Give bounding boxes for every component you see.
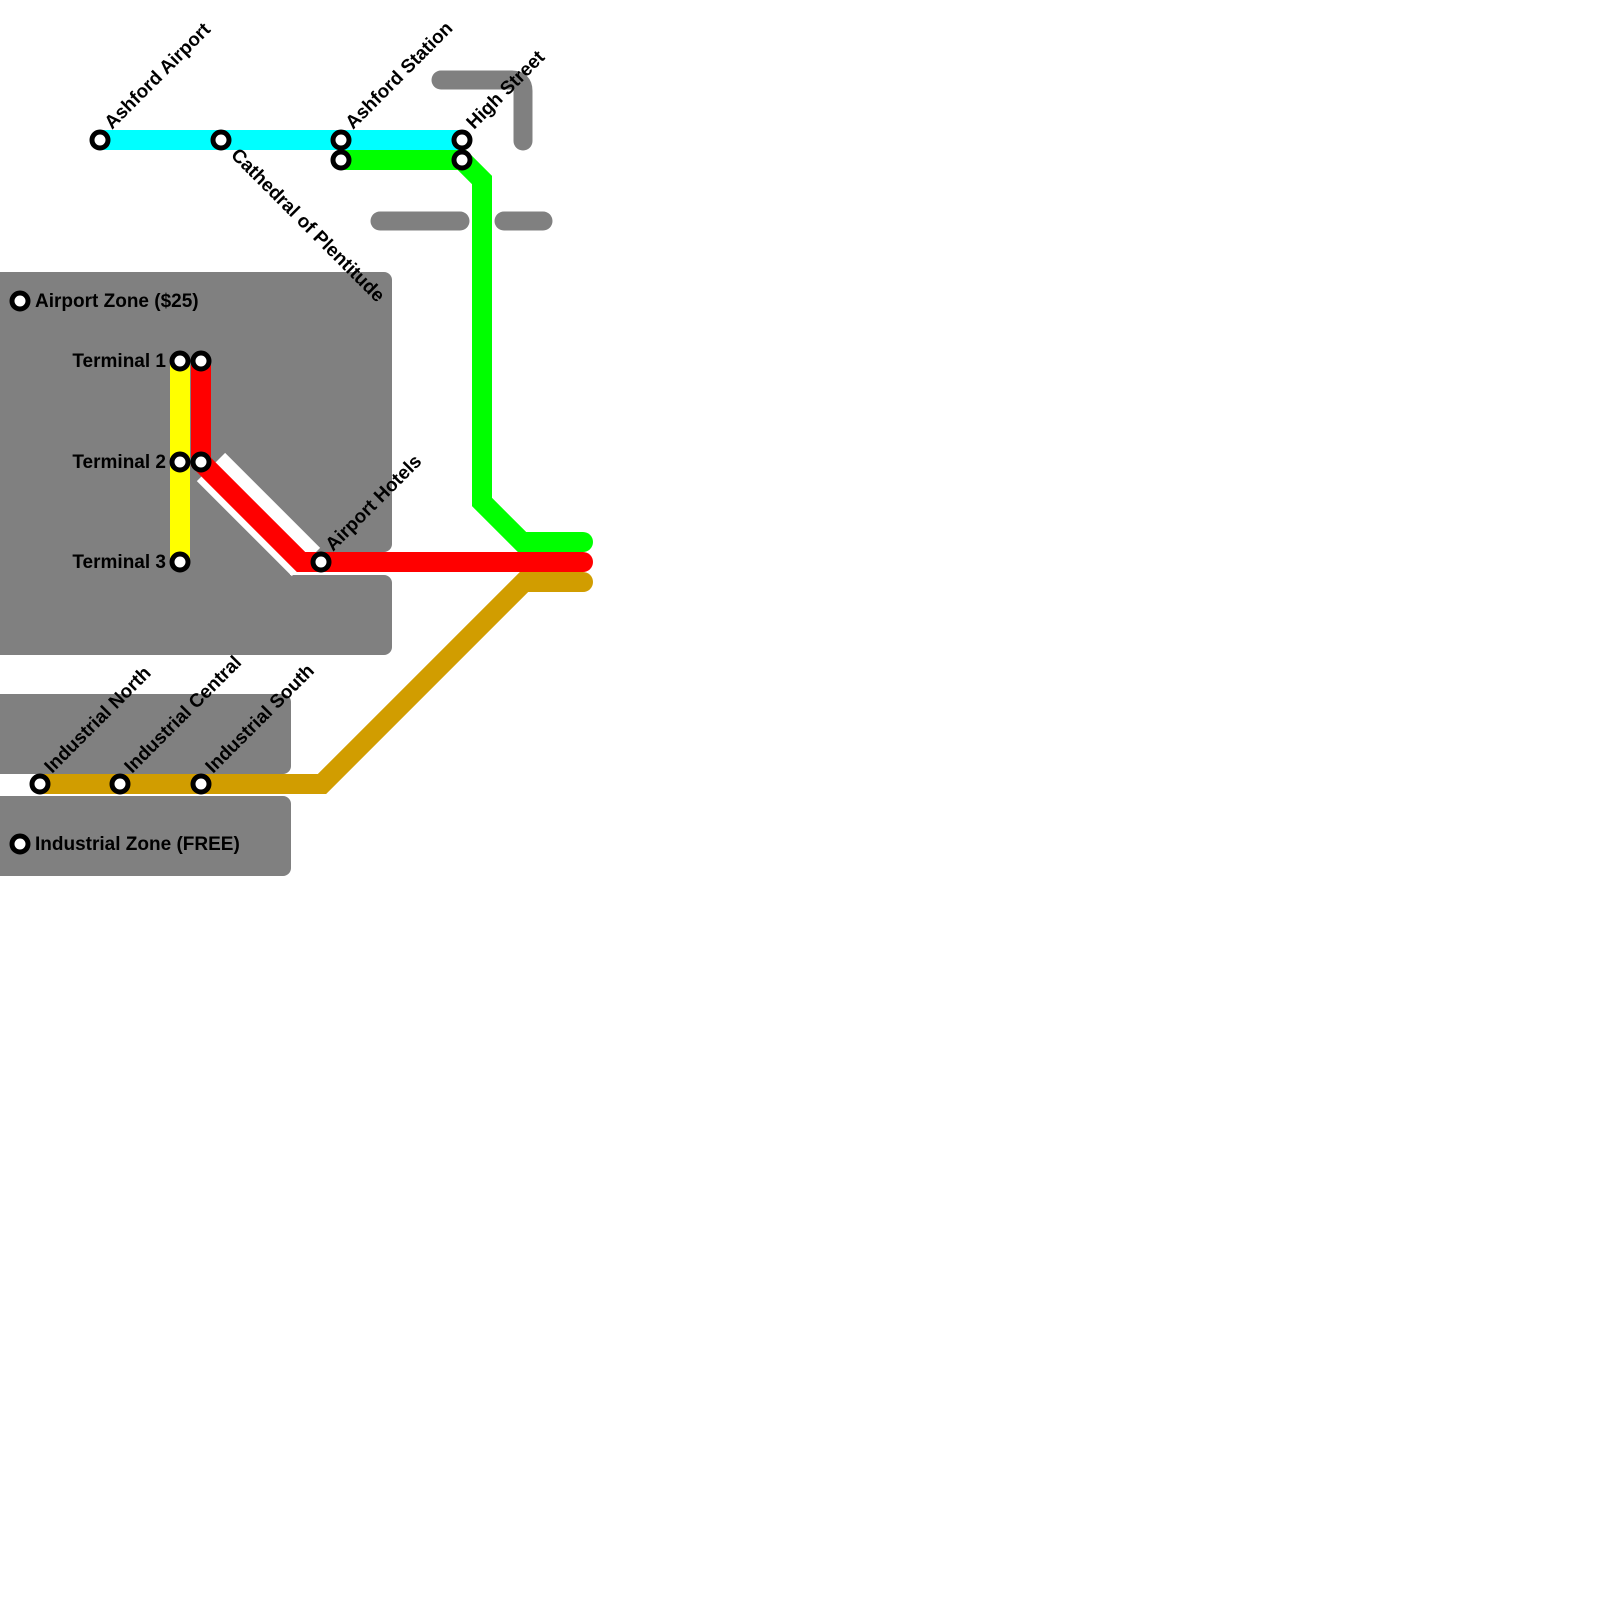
station-cathedral-of-plentitude[interactable] <box>210 129 232 151</box>
station-terminal-3[interactable] <box>169 551 191 573</box>
label-terminal-3: Terminal 3 <box>72 552 166 573</box>
station-terminal-2-red[interactable] <box>190 451 212 473</box>
label-high-street: High Street <box>463 47 550 134</box>
station-ashford-airport[interactable] <box>89 129 111 151</box>
airport-zone-block-left <box>0 540 290 590</box>
station-terminal-1-yellow[interactable] <box>169 350 191 372</box>
industrial-zone-area <box>0 694 291 876</box>
label-industrial-zone: Industrial Zone (FREE) <box>35 834 240 855</box>
station-industrial-north[interactable] <box>29 773 51 795</box>
gold-line-end <box>573 572 593 592</box>
green-line <box>341 150 583 552</box>
station-terminal-2-yellow[interactable] <box>169 451 191 473</box>
station-airport-zone-marker <box>9 290 31 312</box>
station-industrial-south[interactable] <box>190 773 212 795</box>
green-line-end <box>573 532 593 552</box>
gray-line <box>370 70 553 231</box>
gold-line <box>40 572 583 794</box>
red-line-end <box>573 552 593 572</box>
gray-line-segment-top <box>431 70 533 151</box>
station-industrial-central[interactable] <box>109 773 131 795</box>
label-terminal-1: Terminal 1 <box>72 351 166 372</box>
station-ashford-station-cyan[interactable] <box>330 129 352 151</box>
station-industrial-zone-marker <box>9 833 31 855</box>
red-line <box>191 361 583 572</box>
station-high-street-green[interactable] <box>451 149 473 171</box>
label-airport-zone: Airport Zone ($25) <box>35 291 199 312</box>
airport-zone-block-lower <box>0 575 392 655</box>
station-terminal-1-red[interactable] <box>190 350 212 372</box>
station-high-street-cyan[interactable] <box>451 129 473 151</box>
stations <box>9 129 473 855</box>
station-airport-hotels[interactable] <box>310 551 332 573</box>
industrial-zone-block-lower <box>0 796 291 876</box>
station-ashford-station-green[interactable] <box>330 149 352 171</box>
label-terminal-2: Terminal 2 <box>72 452 166 473</box>
industrial-zone-block-upper <box>0 694 291 774</box>
label-ashford-airport: Ashford Airport <box>101 19 216 134</box>
